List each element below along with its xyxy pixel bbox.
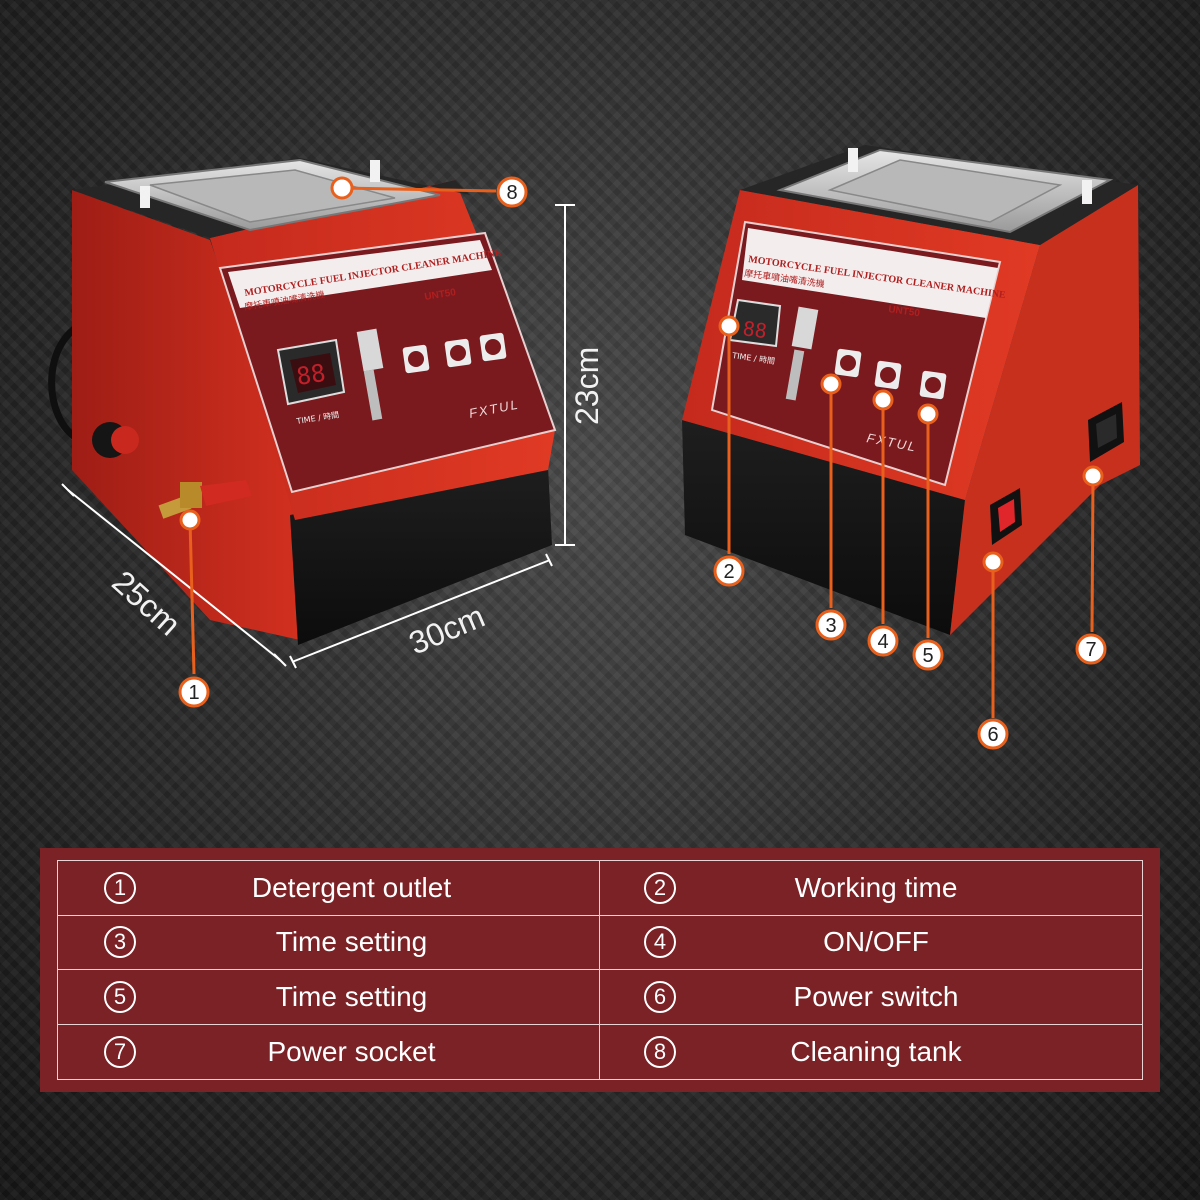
legend-number: 2: [644, 871, 676, 904]
dimension-lines: [61, 204, 575, 669]
svg-text:6: 6: [987, 724, 998, 746]
product-scene: MOTORCYCLE FUEL INJECTOR CLEANER MACHINE…: [48, 145, 1140, 750]
legend-label: Time setting: [275, 926, 428, 958]
left-injector-graphic: [356, 328, 384, 421]
legend-label: Working time: [794, 871, 958, 903]
legend-item: 1 Detergent outlet: [58, 861, 600, 916]
callout-8: 8: [496, 176, 528, 208]
callout-7: 7: [1075, 633, 1107, 665]
svg-text:88: 88: [295, 359, 328, 391]
callout-4: 4: [867, 625, 899, 657]
svg-text:8: 8: [506, 182, 517, 204]
callout-1: 1: [178, 676, 210, 708]
right-base-front: [682, 420, 965, 635]
legend-label: Power switch: [793, 980, 959, 1012]
left-control-panel: MOTORCYCLE FUEL INJECTOR CLEANER MACHINE…: [218, 231, 557, 494]
legend-label: Time setting: [275, 980, 428, 1012]
legend-number: 4: [644, 926, 676, 959]
legend-table: 1 Detergent outlet 2 Working time 3 Time…: [40, 848, 1160, 1092]
cleaning-tank-right: [776, 148, 1114, 234]
legend-number: 3: [104, 926, 136, 959]
callout-lines: [188, 186, 1095, 718]
callout-anchor-dots: [179, 176, 1104, 573]
callout-6: 6: [977, 718, 1009, 750]
legend-number: 7: [104, 1035, 136, 1068]
right-machine: MOTORCYCLE FUEL INJECTOR CLEANER MACHINE…: [682, 145, 1140, 635]
legend-number: 6: [644, 980, 676, 1013]
legend-number: 1: [104, 871, 136, 904]
legend-number: 5: [104, 980, 136, 1013]
legend-label: Detergent outlet: [251, 871, 452, 903]
callout-2: 2: [713, 555, 745, 587]
right-buttons: [834, 348, 947, 400]
legend-label: Power socket: [267, 1035, 436, 1067]
left-base-front: [290, 466, 552, 645]
svg-text:1: 1: [188, 682, 199, 704]
callout-5: 5: [912, 639, 944, 671]
right-panel-model: UNT50: [888, 304, 921, 319]
left-buttons: [402, 332, 507, 374]
width-label: 30cm: [404, 598, 490, 662]
left-side-panel: [72, 190, 300, 640]
legend-label: ON/OFF: [823, 926, 929, 958]
callout-badges: 1 2 3 4 5 6 7 8: [178, 176, 1107, 750]
power-switch: [990, 488, 1022, 545]
legend-item: 2 Working time: [600, 861, 1142, 916]
left-panel-model: UNT50: [424, 287, 457, 303]
legend-item: 8 Cleaning tank: [600, 1025, 1142, 1080]
legend-label: Cleaning tank: [790, 1035, 962, 1067]
power-socket: [1088, 402, 1124, 462]
right-injector-graphic: [785, 306, 819, 401]
legend-grid: 1 Detergent outlet 2 Working time 3 Time…: [57, 860, 1143, 1080]
height-label: 23cm: [569, 347, 605, 425]
svg-text:88: 88: [741, 316, 768, 343]
legend-item: 7 Power socket: [58, 1024, 600, 1079]
right-time-display: 88 TIME / 時間: [728, 298, 782, 366]
legend-number: 8: [644, 1035, 676, 1068]
legend-item: 5 Time setting: [58, 970, 600, 1025]
legend-item: 4 ON/OFF: [600, 916, 1142, 970]
legend-item: 6 Power switch: [600, 970, 1142, 1025]
svg-text:3: 3: [825, 615, 836, 637]
svg-text:4: 4: [877, 631, 888, 653]
svg-text:5: 5: [922, 645, 933, 667]
svg-text:2: 2: [723, 561, 734, 583]
detergent-outlet-valve: [158, 480, 252, 519]
callout-3: 3: [815, 609, 847, 641]
legend-item: 3 Time setting: [58, 915, 600, 970]
svg-text:7: 7: [1085, 639, 1096, 661]
